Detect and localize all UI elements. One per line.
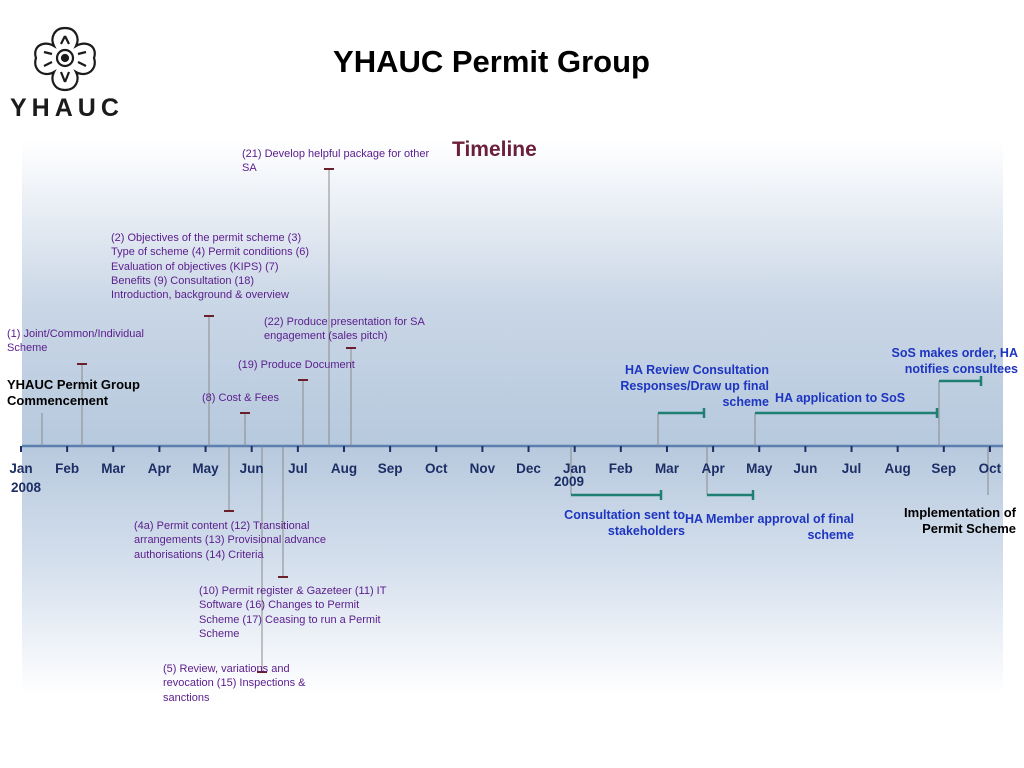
- month-label: Aug: [330, 461, 358, 476]
- logo-text: YHAUC: [10, 94, 124, 122]
- milestone-ha-application: HA application to SoS: [775, 391, 906, 405]
- year-2009: 2009: [554, 474, 585, 489]
- note-8: (8) Cost & Fees: [202, 392, 280, 404]
- month-label: Feb: [608, 461, 633, 476]
- year-2008: 2008: [11, 480, 42, 495]
- note-10: (10) Permit register & Gazeteer (11) IT …: [199, 585, 387, 640]
- month-label: May: [192, 461, 219, 476]
- month-label: Mar: [101, 461, 126, 476]
- month-label: Jan: [563, 461, 587, 476]
- note-4a: (4a) Permit content (12) Transitional ar…: [134, 520, 326, 561]
- note-2: (2) Objectives of the permit scheme (3) …: [111, 232, 310, 302]
- month-label: Jun: [793, 461, 818, 476]
- month-label: Oct: [978, 461, 1002, 476]
- month-label: Nov: [469, 461, 496, 476]
- month-label: Apr: [147, 461, 172, 476]
- month-label: Jul: [841, 461, 862, 476]
- month-label: Jun: [239, 461, 264, 476]
- month-label: Aug: [884, 461, 911, 476]
- month-label: Jul: [288, 461, 308, 476]
- month-label: May: [746, 461, 773, 476]
- month-label: Mar: [654, 461, 679, 476]
- note-21: (21) Develop helpful package for other S…: [242, 148, 430, 175]
- note-1: (1) Joint/Common/Individual Scheme: [7, 328, 144, 355]
- timeline-subtitle: Timeline: [452, 138, 537, 161]
- month-ticks: [20, 446, 991, 452]
- note-22: (22) Produce presentation for SA engagem…: [264, 316, 425, 343]
- note-5: (5) Review, variations and revocation (1…: [163, 663, 306, 704]
- month-label: Jan: [9, 461, 33, 476]
- page-title: YHAUC Permit Group: [333, 44, 650, 79]
- milestone-implementation: Implementation of Permit Scheme: [904, 505, 1016, 536]
- milestone-ha-review: HA Review Consultation Responses/Draw up…: [620, 363, 769, 409]
- yorkshire-rose-logo-icon: [34, 26, 96, 92]
- milestone-consultation-sent: Consultation sent to stakeholders: [564, 508, 685, 538]
- month-label: Dec: [516, 461, 541, 476]
- month-label: Feb: [55, 461, 80, 476]
- month-label: Apr: [701, 461, 725, 476]
- month-label: Sep: [377, 461, 403, 476]
- milestone-sos-order: SoS makes order, HA notifies consultees: [891, 346, 1018, 376]
- milestone-ha-member: HA Member approval of final scheme: [684, 512, 854, 542]
- timeline-background: [22, 140, 1003, 695]
- month-label: Oct: [424, 461, 448, 476]
- milestone-commencement: YHAUC Permit Group Commencement: [7, 377, 140, 408]
- note-19: (19) Produce Document: [238, 359, 355, 371]
- month-label: Sep: [931, 461, 957, 476]
